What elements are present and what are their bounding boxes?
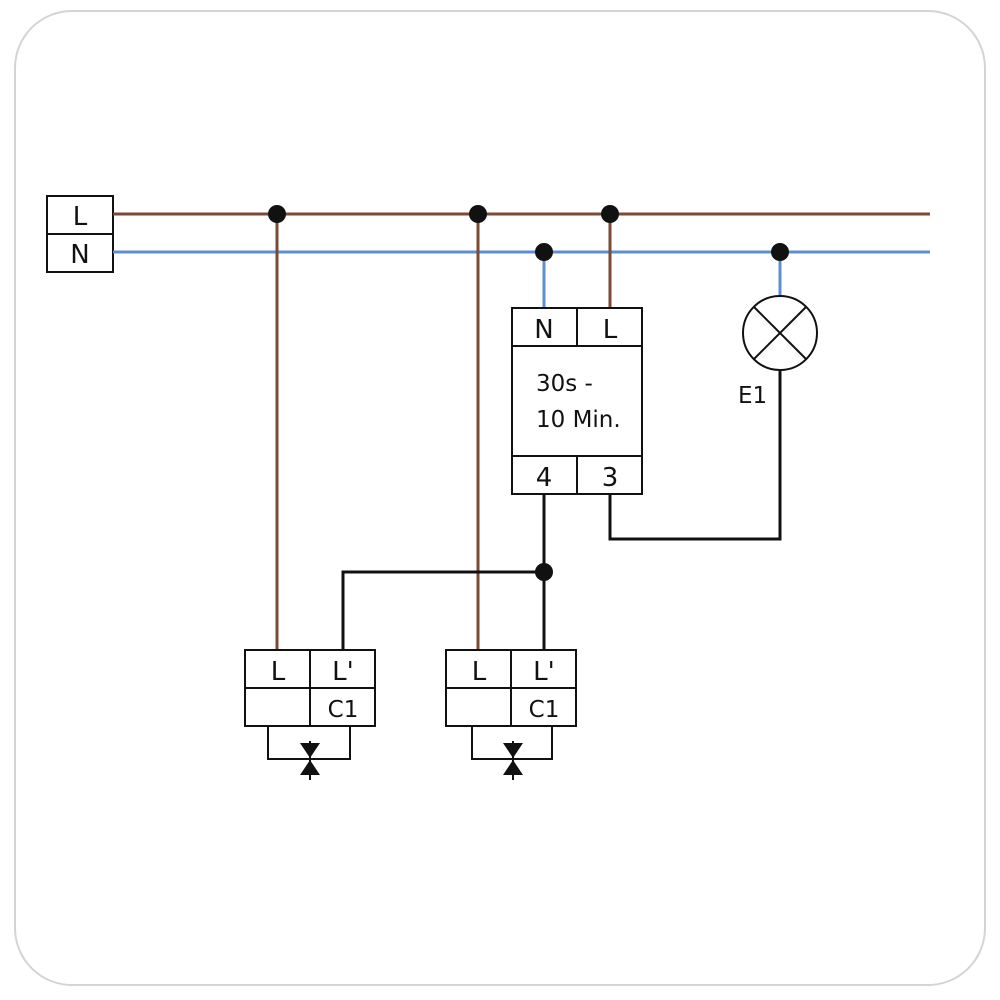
junction-dot xyxy=(601,205,619,223)
timer-l-terminal: L xyxy=(603,315,618,345)
junction-dot xyxy=(469,205,487,223)
push-button-2: L L' C1 xyxy=(445,649,577,780)
junction-dot xyxy=(535,243,553,261)
button-1-l-terminal: L xyxy=(271,657,286,687)
timer-out4-terminal: 4 xyxy=(536,463,553,493)
junction-dot xyxy=(535,563,553,581)
button-1-c-label: C1 xyxy=(328,697,359,723)
lamp-label: E1 xyxy=(738,383,767,409)
diagram-frame xyxy=(14,10,986,986)
supply-n-label: N xyxy=(70,240,89,270)
button-2-c-label: C1 xyxy=(529,697,560,723)
triac-icon xyxy=(501,741,525,780)
supply-l-label: L xyxy=(73,202,88,232)
button-1-lprime-terminal: L' xyxy=(332,657,354,687)
push-button-1: L L' C1 xyxy=(244,649,376,780)
supply-terminal: L N xyxy=(46,195,114,273)
staircase-timer: N L 30s - 10 Min. 4 3 xyxy=(511,307,643,495)
junction-dots xyxy=(268,205,789,581)
junction-dot xyxy=(268,205,286,223)
triac-icon xyxy=(298,741,322,780)
timer-range-line1: 30s - xyxy=(536,371,593,397)
junction-dot xyxy=(771,243,789,261)
lamp-icon xyxy=(742,295,818,371)
button-2-lprime-terminal: L' xyxy=(533,657,555,687)
timer-out3-terminal: 3 xyxy=(602,463,619,493)
timer-range-line2: 10 Min. xyxy=(536,407,621,433)
button-2-l-terminal: L xyxy=(472,657,487,687)
timer-n-terminal: N xyxy=(534,315,553,345)
